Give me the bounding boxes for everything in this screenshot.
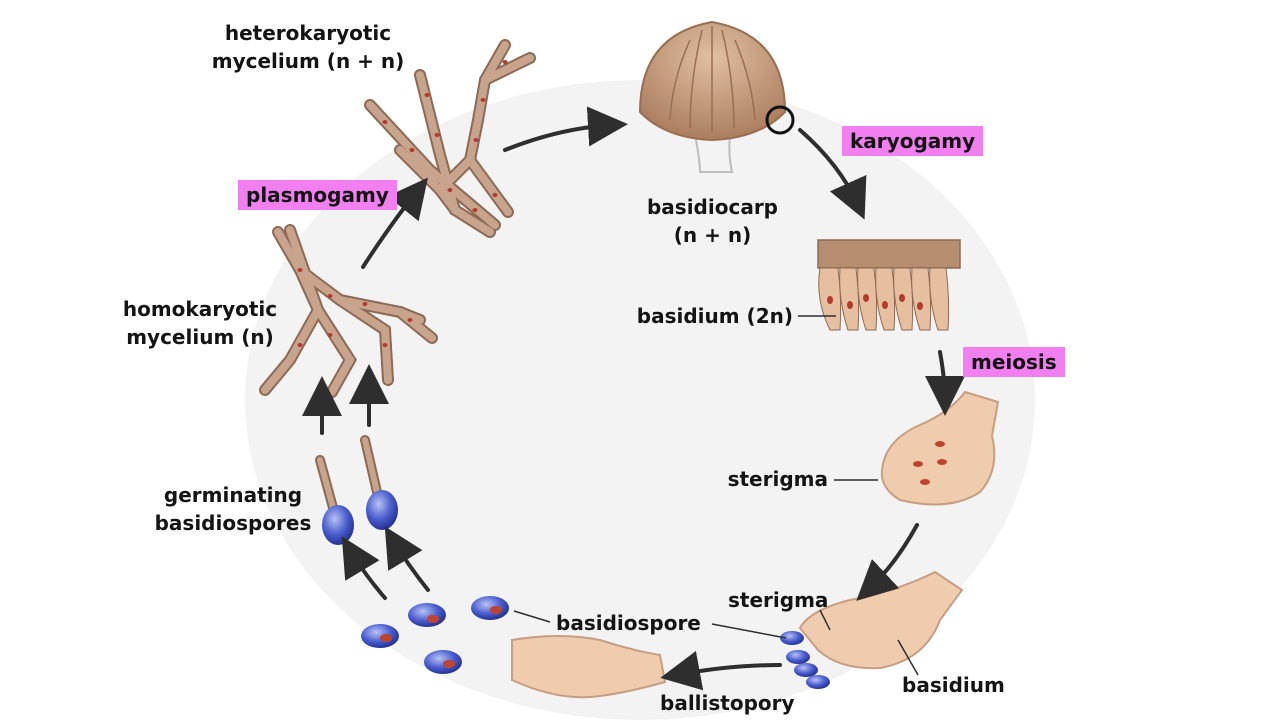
homokaryotic-mycelium-label: homokaryotic mycelium (n) — [100, 295, 300, 351]
basidiospore-label: basidiospore — [556, 609, 701, 637]
sterigma-1-text: sterigma — [727, 467, 828, 491]
heterokaryotic-mycelium-fill — [366, 41, 534, 236]
stage-plasmogamy-text: plasmogamy — [246, 183, 389, 207]
label-pointer-lines — [513, 315, 919, 676]
germinating-line-2: basidiospores — [154, 511, 312, 535]
stage-meiosis: meiosis — [963, 347, 1065, 377]
basidium-2n-text: basidium (2n) — [636, 304, 793, 328]
basidium-meiosis-icon — [880, 390, 1000, 506]
stage-karyogamy: karyogamy — [842, 126, 984, 156]
stage-meiosis-text: meiosis — [971, 350, 1057, 374]
basidiocarp-line-2: (n + n) — [673, 223, 752, 247]
basidiocarp-label: basidiocarp (n + n) — [620, 193, 805, 249]
sterigma-label-2: sterigma — [728, 586, 828, 614]
stage-plasmogamy: plasmogamy — [238, 180, 397, 210]
basidium-2n-label: basidium (2n) — [600, 302, 793, 330]
sterigma-2-text: sterigma — [728, 588, 829, 612]
basidiocarp-line-1: basidiocarp — [646, 195, 778, 219]
stage-karyogamy-text: karyogamy — [850, 129, 976, 153]
hypha-nuclei — [382, 60, 508, 212]
germinating-line-1: germinating — [163, 483, 303, 507]
ballistopory-label: ballistopory — [660, 689, 795, 717]
heterokaryotic-mycelium-label: heterokaryotic mycelium (n + n) — [198, 19, 418, 75]
heterokaryotic-line-2: mycelium (n + n) — [211, 49, 405, 73]
ballistopory-text: ballistopory — [660, 691, 795, 715]
homokaryotic-line-2: mycelium (n) — [126, 325, 274, 349]
free-spores-icon — [361, 596, 509, 674]
germinating-basidiospore-icon — [315, 435, 398, 545]
heterokaryotic-line-1: heterokaryotic — [224, 21, 392, 45]
basidium-text: basidium — [902, 673, 1005, 697]
germinating-basidiospores-label: germinating basidiospores — [118, 481, 348, 537]
basidiospore-icon — [780, 631, 830, 689]
basidiospore-text: basidiospore — [556, 611, 701, 635]
basidium-layer-icon — [817, 239, 961, 331]
sterigma-label-1: sterigma — [700, 465, 828, 493]
mushroom-icon — [638, 20, 795, 173]
arrow-icon — [302, 106, 965, 691]
basidium-label: basidium — [902, 671, 1005, 699]
homokaryotic-nuclei — [297, 268, 413, 347]
homokaryotic-line-1: homokaryotic — [122, 297, 278, 321]
